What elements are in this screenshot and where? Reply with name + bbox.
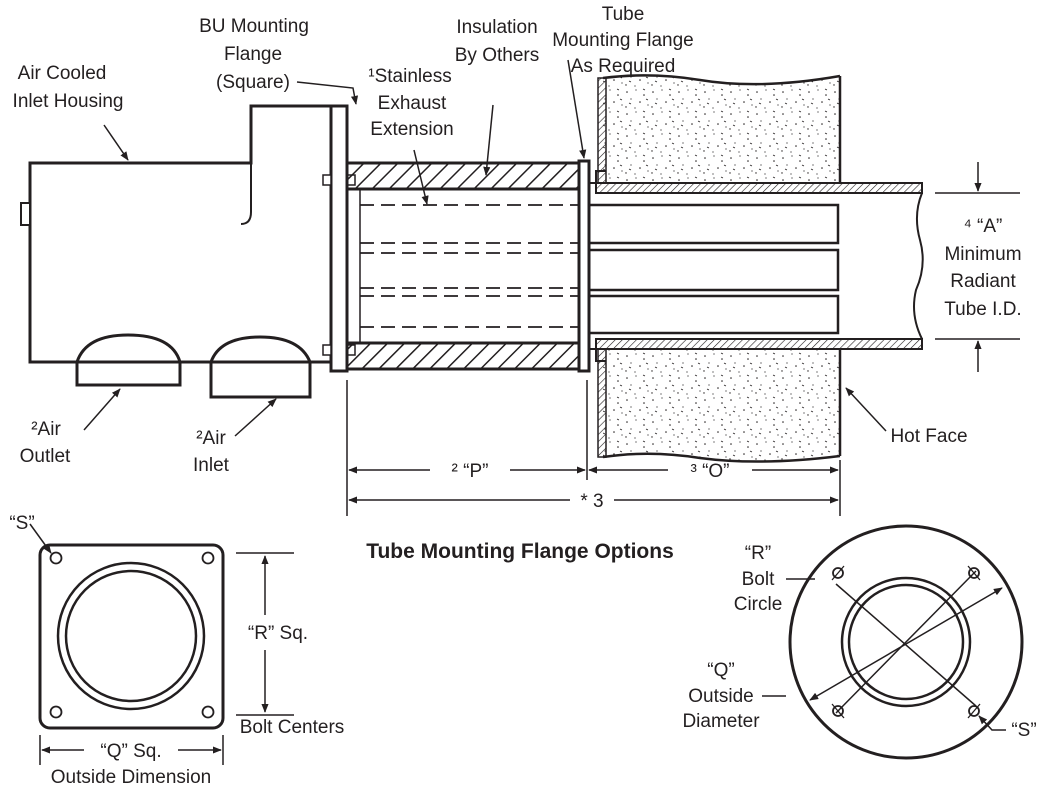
svg-text:Tube: Tube [602, 4, 645, 25]
sq-outside-dimension-label: Outside Dimension [51, 767, 212, 788]
svg-text:Diameter: Diameter [682, 711, 760, 732]
svg-text:Air Cooled: Air Cooled [18, 63, 107, 84]
svg-text:²Air: ²Air [31, 419, 61, 440]
leader-lines [83, 59, 887, 437]
svg-text:Flange: Flange [224, 44, 282, 65]
sq-bolt-centers-label: Bolt Centers [240, 717, 345, 738]
min-tube-id-label: ⁴ “A” Minimum Radiant Tube I.D. [944, 216, 1021, 320]
insulation-label: Insulation By Others [455, 17, 539, 66]
air-outlet-port [75, 333, 182, 387]
svg-text:Insulation: Insulation [456, 17, 537, 38]
svg-text:Tube I.D.: Tube I.D. [944, 299, 1021, 320]
svg-text:Outside: Outside [688, 686, 753, 707]
bu-mounting-flange [322, 104, 356, 373]
hot-face-label: Hot Face [890, 426, 967, 447]
air-inlet-port [209, 335, 312, 399]
length-dimensions [346, 380, 841, 516]
svg-text:As Required: As Required [571, 56, 676, 77]
svg-text:¹Stainless: ¹Stainless [368, 66, 451, 87]
flange-options-title: Tube Mounting Flange Options [366, 540, 674, 563]
svg-text:Inlet Housing: Inlet Housing [13, 91, 124, 112]
svg-text:By Others: By Others [455, 45, 539, 66]
svg-text:BU Mounting: BU Mounting [199, 16, 309, 37]
svg-text:Radiant: Radiant [950, 271, 1016, 292]
svg-text:⁴ “A”: ⁴ “A” [964, 216, 1003, 237]
air-inlet-label: ²Air Inlet [193, 428, 230, 476]
sq-s-label: “S” [9, 513, 34, 534]
rd-r-label: “R” Bolt Circle [734, 543, 783, 615]
stainless-exhaust-extension [359, 189, 579, 343]
air-outlet-label: ²Air Outlet [20, 419, 71, 467]
svg-text:Minimum: Minimum [944, 244, 1021, 265]
svg-text:Mounting Flange: Mounting Flange [552, 30, 694, 51]
radiant-tube [589, 170, 924, 362]
tube-mounting-flange [577, 159, 591, 373]
furnace-wall [597, 74, 842, 463]
svg-text:Circle: Circle [734, 594, 783, 615]
dim-total-label: * 3 [580, 491, 603, 512]
svg-text:“Q”: “Q” [707, 660, 734, 681]
stainless-label: ¹Stainless Exhaust Extension [368, 66, 453, 140]
svg-text:²Air: ²Air [196, 428, 226, 449]
svg-text:(Square): (Square) [216, 72, 290, 93]
insulation-by-others [345, 161, 581, 371]
square-flange-option [29, 523, 294, 765]
bu-flange-label: BU Mounting Flange (Square) [199, 16, 309, 93]
rd-q-label: “Q” Outside Diameter [682, 660, 760, 732]
sq-q-label: “Q” Sq. [100, 741, 161, 762]
inner-burner-tubes [589, 203, 840, 335]
svg-text:Bolt: Bolt [742, 569, 775, 590]
dim-o-label: ³ “O” [690, 461, 729, 482]
tube-flange-label: Tube Mounting Flange As Required [552, 4, 694, 77]
dim-p-label: ² “P” [452, 461, 489, 482]
air-cooled-inlet-housing [20, 104, 333, 364]
svg-text:Exhaust: Exhaust [378, 93, 447, 114]
round-flange-option [762, 524, 1024, 760]
sq-r-label: “R” Sq. [248, 623, 308, 644]
svg-text:Extension: Extension [370, 119, 453, 140]
svg-text:“R”: “R” [745, 543, 771, 564]
rd-s-label: “S” [1011, 720, 1036, 741]
svg-text:Inlet: Inlet [193, 455, 230, 476]
svg-text:Outlet: Outlet [20, 446, 71, 467]
air-cooled-label: Air Cooled Inlet Housing [13, 63, 124, 112]
dimension-a [935, 162, 1020, 372]
